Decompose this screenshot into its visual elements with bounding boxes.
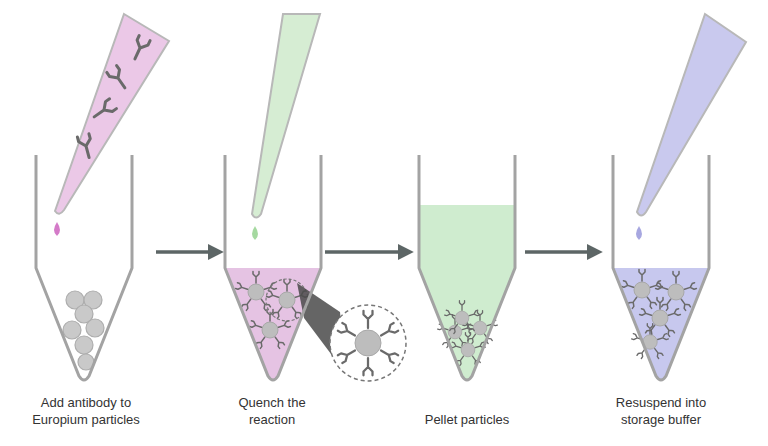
pipette-tip [252, 14, 320, 218]
tube-outline [419, 155, 515, 380]
step-caption: Add antibody to Europium particles [24, 394, 148, 428]
step-caption: Resuspend into storage buffer [606, 394, 716, 428]
antibody [379, 347, 398, 363]
antibody [379, 323, 398, 339]
antibody [91, 99, 117, 122]
pipette [252, 14, 320, 240]
liquid [226, 268, 320, 380]
step-caption: Quench the reaction [227, 394, 317, 428]
liquid [614, 268, 708, 380]
caption-block: Quench the reaction [227, 394, 317, 428]
coated-particle [445, 301, 480, 334]
pipette [636, 14, 746, 240]
coated-particle [656, 272, 697, 311]
particle [355, 330, 381, 356]
liquid [420, 205, 514, 380]
tube [36, 155, 132, 380]
pipette [54, 14, 169, 236]
step-arrow [156, 250, 219, 254]
pipette-tip [55, 14, 169, 214]
caption-block: Add antibody to Europium particles [24, 394, 148, 428]
antibody [77, 134, 95, 159]
step-node: Add antibody to Europium particles [24, 150, 148, 428]
pipette-tip [637, 14, 746, 216]
droplet [54, 222, 60, 236]
tube-outline [36, 155, 132, 380]
antibody [129, 35, 150, 61]
magnifier-circle [330, 305, 406, 381]
tube-outline [613, 155, 709, 380]
caption-block: Pellet particles [417, 411, 517, 428]
step-node: Pellet particles [417, 150, 517, 428]
step-arrow [325, 250, 409, 254]
coated-particle [640, 298, 681, 337]
antibody [107, 66, 130, 92]
tube [419, 155, 515, 380]
antibody [364, 311, 373, 328]
tube [225, 155, 406, 381]
step-node: Resuspend into storage buffer [606, 150, 716, 428]
antibody [364, 358, 373, 375]
tube [613, 155, 709, 380]
particles [63, 291, 104, 370]
step-node: Quench the reaction [227, 150, 317, 428]
particle [63, 321, 81, 339]
droplet [252, 226, 258, 240]
antibody [338, 347, 357, 363]
caption-block: Resuspend into storage buffer [606, 394, 716, 428]
step-caption: Pellet particles [417, 411, 517, 428]
magnifier [330, 305, 406, 381]
step-arrow [525, 250, 598, 254]
droplet [636, 226, 642, 240]
tube-outline [225, 155, 321, 380]
particle [75, 336, 93, 354]
particle [86, 319, 104, 337]
antibody [338, 323, 357, 339]
